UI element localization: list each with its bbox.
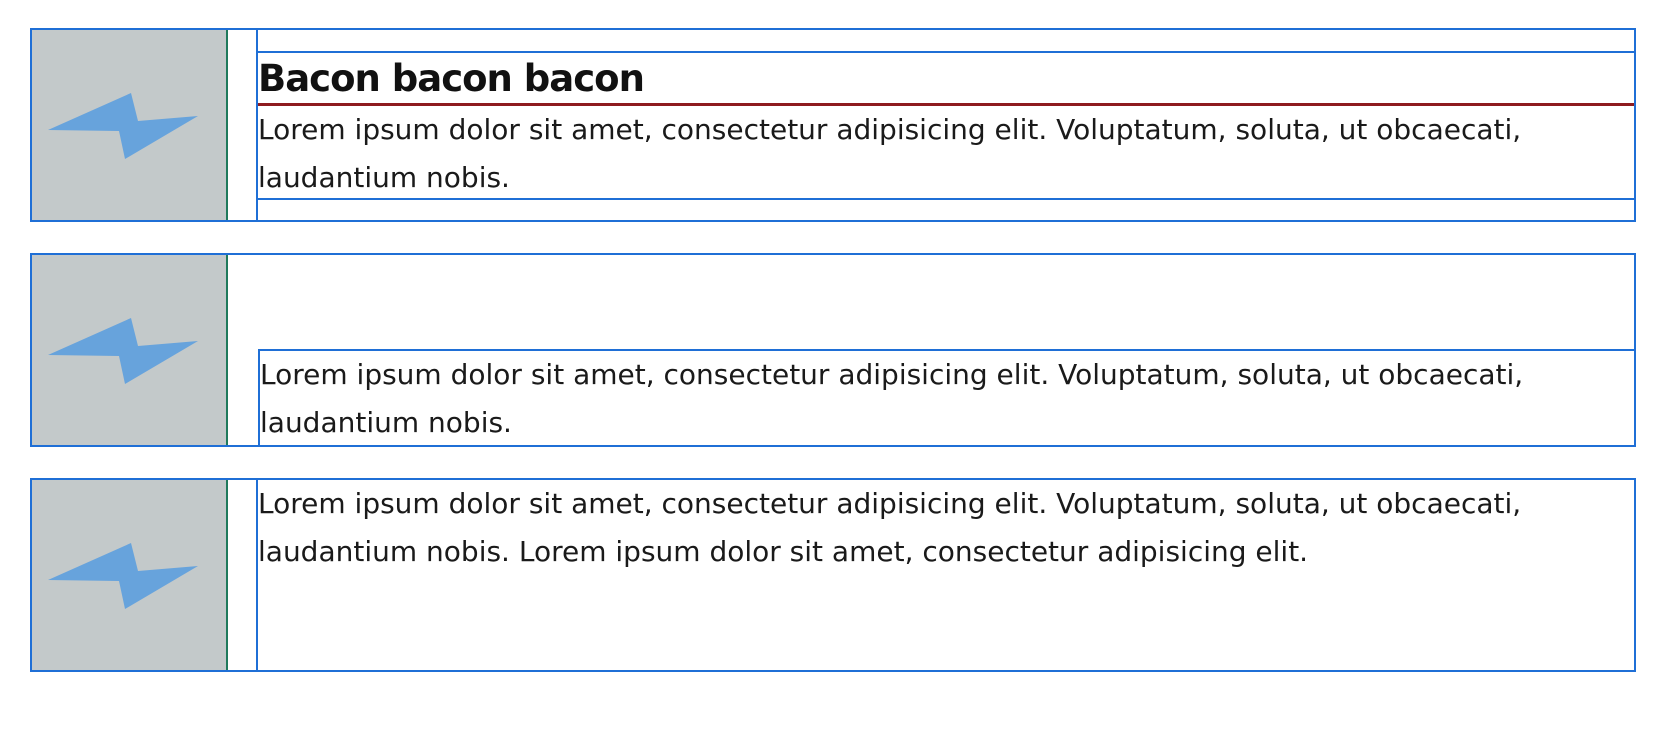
media-card: Lorem ipsum dolor sit amet, consectetur …	[30, 478, 1636, 672]
card-text-line: Lorem ipsum dolor sit amet, consectetur …	[260, 358, 1524, 391]
thumbnail	[32, 480, 228, 670]
card-body: Bacon bacon bacon Lorem ipsum dolor sit …	[258, 51, 1634, 200]
thumbnail	[32, 30, 228, 220]
card-text-line: laudantium nobis. Lorem ipsum dolor sit …	[258, 535, 1309, 568]
card-body: Lorem ipsum dolor sit amet, consectetur …	[258, 349, 1634, 445]
card-body: Lorem ipsum dolor sit amet, consectetur …	[258, 480, 1634, 670]
card-text-line: laudantium nobis.	[258, 161, 510, 194]
card-text-line: Lorem ipsum dolor sit amet, consectetur …	[258, 487, 1522, 520]
card-title: Bacon bacon bacon	[258, 53, 1634, 106]
thumbnail	[32, 255, 228, 445]
card-text-line: laudantium nobis.	[260, 406, 512, 439]
media-card: Lorem ipsum dolor sit amet, consectetur …	[30, 253, 1636, 447]
bolt-icon	[48, 318, 198, 384]
bolt-icon	[48, 543, 198, 609]
media-card: Bacon bacon bacon Lorem ipsum dolor sit …	[30, 28, 1636, 222]
bolt-icon	[48, 93, 198, 159]
card-text-line: Lorem ipsum dolor sit amet, consectetur …	[258, 113, 1522, 146]
gutter-divider	[256, 30, 258, 220]
gutter-divider	[256, 480, 258, 670]
